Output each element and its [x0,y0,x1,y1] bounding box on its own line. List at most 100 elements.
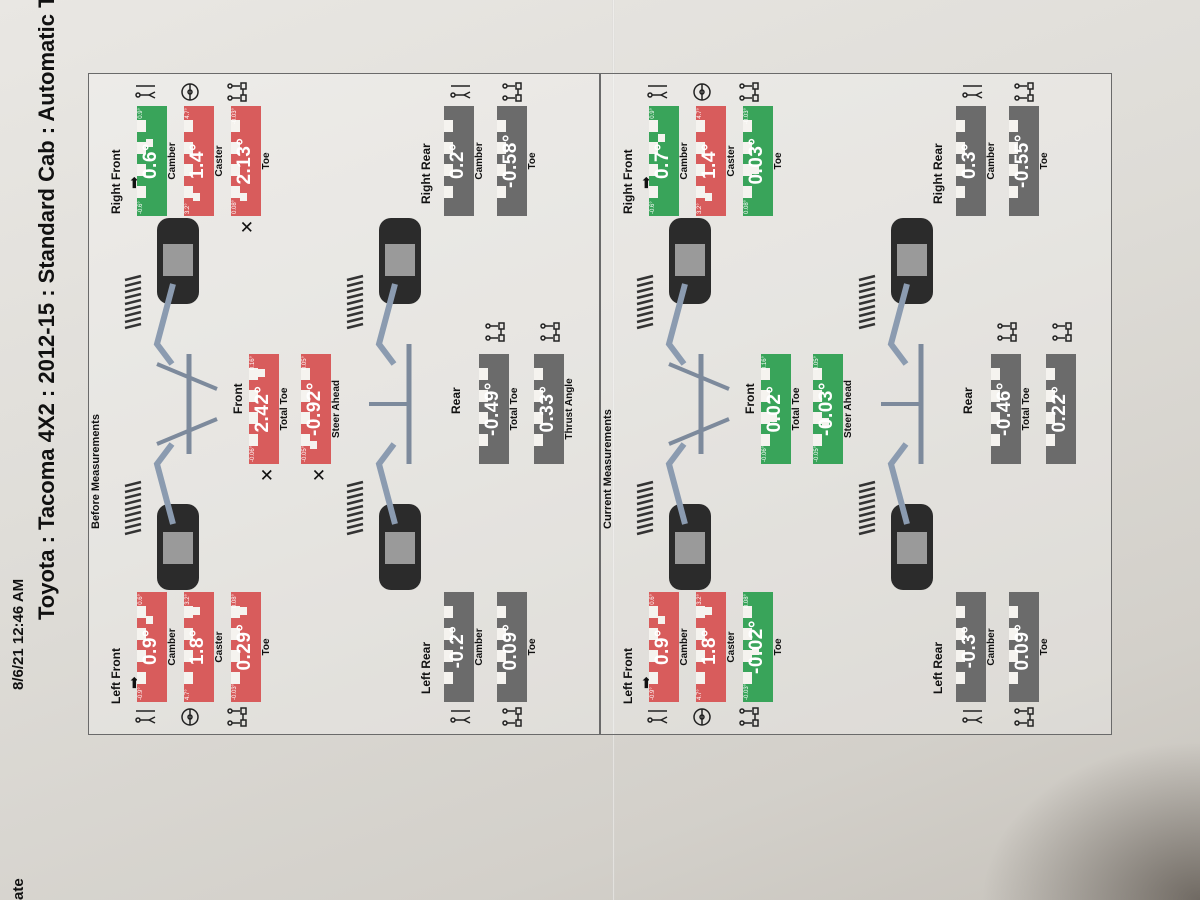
lf-caster-gauge: 4.7°3.2°1.8°Caster [184,592,225,702]
total-toe-gauge: -0.06°0.16°0.02°Total Toe [761,354,802,464]
steering-wheel-icon [693,83,711,101]
gauge-value: 0.6° [140,143,161,180]
gauge-value: 0.22° [1049,385,1070,433]
shadow-corner [980,740,1200,900]
gauge-value: 0.9° [652,629,673,666]
gauge-value: -0.2° [447,625,468,669]
paper-fold [612,0,615,900]
gauge-label: Camber [986,628,997,666]
gauge-value: 0.02° [764,385,785,433]
gauge-label: Toe [773,638,784,656]
toe-feet-icon [739,82,759,102]
rr-camber-gauge: 0.2° Camber [444,106,485,216]
gauge-label: Caster [726,631,737,663]
gauge-value: 1.4° [187,143,208,180]
rr-toe-gauge: -0.55°Toe [1009,106,1050,216]
gauge-value: -0.03° [816,382,837,436]
gauge-label: Total Toe [1021,387,1032,431]
gauge-label: Camber [474,628,485,666]
gauge-value: 2.13° [234,137,255,185]
thrust-icon [540,322,560,342]
print-date: 8/6/21 12:46 AM [10,578,27,690]
lr-camber-gauge: -0.2° Camber [444,592,485,702]
gauge-value: 0.29° [234,623,255,671]
steering-wheel-icon [693,708,711,726]
gauge-value: -0.3° [959,625,980,669]
rear-axle-icon [485,322,505,342]
lf-toe-gauge: -0.03°0.08°0.29°Toe [231,592,272,702]
left-front-heading: Left Front [621,648,635,704]
gauge-label: Caster [726,145,737,177]
person-measure-icon [450,710,471,724]
gauge-value: 0.33° [537,385,558,433]
gauge-label: Camber [167,628,178,666]
total-toe-gauge: -0.06°0.16°2.42°Total Toe [249,354,290,464]
toe-feet-icon [227,707,247,727]
front-axle-label: Front [231,383,245,414]
rf-caster-gauge: 3.2°4.7°1.4°Caster [696,106,737,216]
gauge-label: Toe [261,152,272,170]
toe-feet-icon [739,707,759,727]
gauge-label: Camber [986,142,997,180]
out-of-spec-x-icon: ✕ [310,467,329,482]
toe-feet-icon [1014,82,1034,102]
rf-toe-gauge: 0.08°-0.03°2.13°Toe [231,106,272,216]
person-measure-icon [962,85,983,99]
gauge-value: 0.2° [447,143,468,180]
gauge-value: 0.09° [500,623,521,671]
gauge-label: Toe [1039,638,1050,656]
gauge-value: 2.42° [252,385,273,433]
left-rear-heading: Left Rear [419,641,433,694]
gauge-value: 0.09° [1012,623,1033,671]
gauge-value: -0.49° [482,382,503,436]
toe-feet-icon [1014,707,1034,727]
thrust-angle-gauge: 0.22° [1046,354,1086,464]
gauge-label: Caster [214,631,225,663]
steer-ahead-gauge: -0.05°0.05°-0.03°Steer Ahead [813,354,854,464]
gauge-value: 0.3° [959,143,980,180]
rear-total-toe-gauge: -0.49°Total Toe [479,354,520,464]
left-rear-heading: Left Rear [931,641,945,694]
rf-caster-gauge: 3.2°4.7°1.4°Caster [184,106,225,216]
person-measure-icon [135,85,156,99]
gauge-value: 1.4° [699,143,720,180]
right-rear-heading: Right Rear [419,143,433,204]
lf-caster-gauge: 4.7°3.2°1.8°Caster [696,592,737,702]
gauge-label: Camber [474,142,485,180]
gauge-label: Caster [214,145,225,177]
gauge-value: -0.92° [304,382,325,436]
thrust-angle-gauge: 0.33°Thrust Angle [534,354,575,464]
rear-axle-icon [997,322,1017,342]
gauge-label: Camber [679,142,690,180]
steer-ahead-gauge: -0.05°0.05°-0.92°Steer Ahead [301,354,342,464]
panel-title: Before Measurements [90,414,102,529]
gauge-label: Camber [167,142,178,180]
right-front-heading: Right Front [621,149,635,214]
thrust-icon [1052,322,1072,342]
lf-camber-gauge: -0.9°0.6°0.9°Camber [137,592,178,702]
right-rear-heading: Right Rear [931,143,945,204]
gauge-label: Toe [261,638,272,656]
gauge-value: 0.7° [652,143,673,180]
gauge-value: 0.03° [746,137,767,185]
toe-feet-icon [227,82,247,102]
person-measure-icon [135,710,156,724]
vehicle-title: Toyota : Tacoma 4X2 : 2012-15 : Standard… [34,0,59,620]
lr-camber-gauge: -0.3° Camber [956,592,997,702]
rr-camber-gauge: 0.3° Camber [956,106,997,216]
lr-toe-gauge: 0.09°Toe [497,592,538,702]
toe-feet-icon [502,707,522,727]
gauge-value: -0.55° [1012,134,1033,188]
rr-toe-gauge: -0.58°Toe [497,106,538,216]
rear-total-toe-gauge: -0.46° Total Toe [991,354,1032,464]
front-suspension-diagram [636,218,730,590]
person-measure-icon [647,85,668,99]
gauge-label: Toe [527,152,538,170]
gauge-value: -0.46° [994,382,1015,436]
cut-off-text: ate [10,878,27,900]
rear-axle-diagram [858,218,933,590]
